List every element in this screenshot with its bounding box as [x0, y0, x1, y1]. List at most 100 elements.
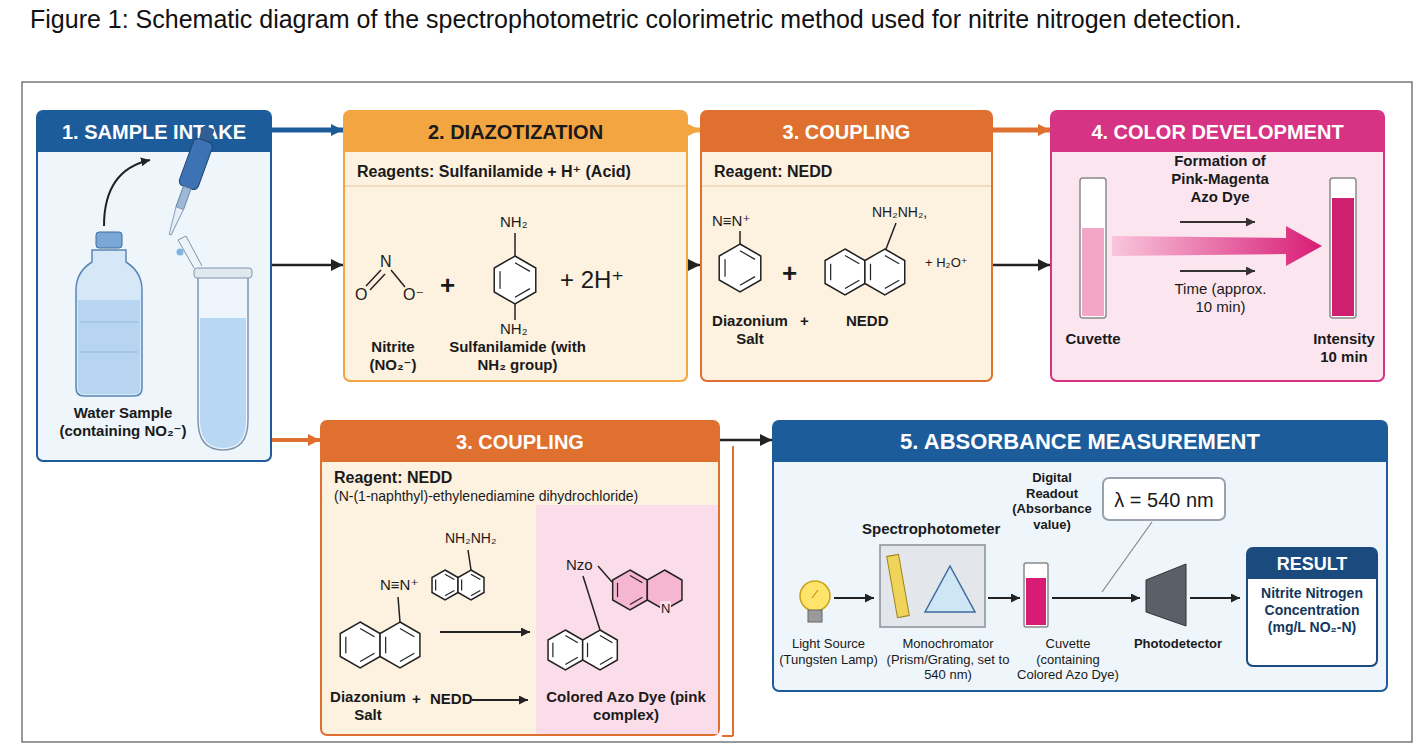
illustration-part	[630, 576, 642, 583]
illustration-part	[1330, 178, 1356, 318]
flow-arrow	[272, 438, 320, 442]
illustration-part	[565, 657, 577, 664]
diagram-label: N≡N⁺	[712, 212, 750, 230]
illustration-part	[565, 636, 577, 643]
illustration-part	[468, 550, 471, 570]
illustration-part	[740, 277, 755, 286]
diagram-label: N≡N⁺	[380, 576, 418, 594]
illustration-part	[880, 545, 985, 627]
diagram-label: Spectrophotometer	[862, 520, 1000, 538]
illustration-part	[830, 264, 831, 281]
illustration-part	[887, 554, 910, 617]
illustration-part	[471, 590, 480, 595]
illustration-part	[732, 446, 734, 736]
diagram-label: NH₂NH₂	[445, 530, 496, 547]
illustration-part	[440, 631, 530, 633]
illustration-part	[845, 255, 859, 263]
panel-text: λ = 540 nm	[1104, 488, 1224, 512]
illustration-part	[825, 249, 865, 295]
illustration-part	[886, 223, 896, 249]
diagram-label: Time (approx. 10 min)	[1168, 280, 1273, 316]
illustration-part	[385, 637, 386, 654]
diagram-label: Cuvette	[1058, 330, 1128, 348]
illustration-part	[587, 643, 588, 657]
illustration-part	[177, 249, 184, 256]
illustration-part	[1080, 178, 1106, 318]
diagram-label: NH₂	[500, 213, 528, 231]
illustration-part	[808, 610, 822, 622]
illustration-part	[834, 597, 874, 599]
diagram-label: Nitrite (NO₂⁻)	[352, 338, 434, 374]
illustration-part	[345, 186, 686, 187]
illustration-part	[1180, 221, 1255, 223]
illustration-part	[198, 276, 248, 450]
illustration-part	[1026, 578, 1046, 625]
illustration-part	[739, 231, 741, 244]
diagram-label: Cuvette (containing Colored Azo Dye)	[1014, 636, 1122, 683]
illustration-part	[702, 186, 991, 187]
panel-text: Nitrite Nitrogen Concentration (mg/L NO₂…	[1254, 585, 1370, 635]
panel-text: Reagent: NEDD	[714, 162, 984, 181]
illustration-part	[380, 622, 420, 668]
illustration-part	[176, 186, 191, 209]
illustration-part	[445, 590, 454, 595]
flow-arrow	[272, 264, 343, 267]
diagram-label: Photodetector	[1124, 636, 1232, 652]
illustration-part	[391, 270, 405, 287]
illustration-part	[445, 574, 454, 579]
diagram-label: NEDD	[846, 312, 889, 330]
diagram-label: +	[782, 258, 797, 289]
panel-header: 3. COUPLING	[702, 112, 991, 152]
illustration-part	[80, 352, 138, 353]
diagram-label: + H₂O⁺	[925, 255, 968, 271]
panel-header: 2. DIAZOTIZATION	[345, 112, 686, 152]
illustration-part	[400, 628, 414, 636]
illustration-part	[1190, 597, 1240, 599]
illustration-part	[494, 256, 536, 304]
diagram-label: +	[440, 270, 455, 301]
illustration-part	[1102, 522, 1152, 592]
illustration-part	[458, 570, 484, 600]
illustration-part	[199, 125, 215, 142]
flow-arrow	[272, 128, 343, 133]
illustration-part	[400, 653, 414, 661]
illustration-part	[800, 581, 830, 611]
illustration-part	[514, 233, 516, 256]
flow-arrow	[688, 128, 700, 133]
illustration-part	[360, 653, 374, 661]
diagram-label: O	[355, 285, 367, 304]
illustration-part	[80, 322, 138, 323]
illustration-part	[719, 244, 761, 292]
diagram-label: Formation of Pink-Magenta Azo Dye	[1160, 152, 1280, 206]
panel-header: 3. COUPLING	[322, 422, 718, 462]
illustration-part	[598, 566, 612, 582]
illustration-part	[600, 657, 612, 664]
panel-header: 4. COLOR DEVELOPMENT	[1052, 112, 1383, 152]
diagram-label: + 2H⁺	[560, 266, 624, 295]
illustration-part	[740, 251, 755, 260]
illustration-part	[1082, 228, 1104, 316]
diagram-label: Digital Readout (Absorbance value)	[1006, 470, 1098, 532]
diagram-label: Colored Azo Dye (pink complex)	[540, 688, 712, 724]
diagram-label: NEDD	[430, 690, 473, 708]
flow-arrow	[688, 264, 700, 267]
illustration-part	[630, 597, 642, 604]
illustration-part	[885, 255, 899, 263]
illustration-part	[724, 259, 725, 276]
panel-header: 1. SAMPLE INTAKE	[38, 112, 270, 152]
illustration-part	[499, 271, 500, 288]
panel-text: Reagents: Sulfanilamide + H⁺ (Acid)	[357, 162, 677, 181]
illustration-part	[583, 576, 600, 630]
diagram-label: Intensity 10 min	[1310, 330, 1378, 366]
illustration-part	[76, 250, 142, 396]
illustration-part	[78, 300, 140, 394]
illustration-part	[360, 628, 374, 636]
panel-header: 5. ABSORBANCE MEASUREMENT	[774, 422, 1386, 462]
illustration-part	[194, 268, 252, 278]
illustration-part	[552, 643, 553, 657]
illustration-part	[340, 622, 380, 668]
illustration-part	[925, 566, 975, 612]
illustration-part	[583, 630, 618, 670]
illustration-part	[472, 699, 528, 701]
